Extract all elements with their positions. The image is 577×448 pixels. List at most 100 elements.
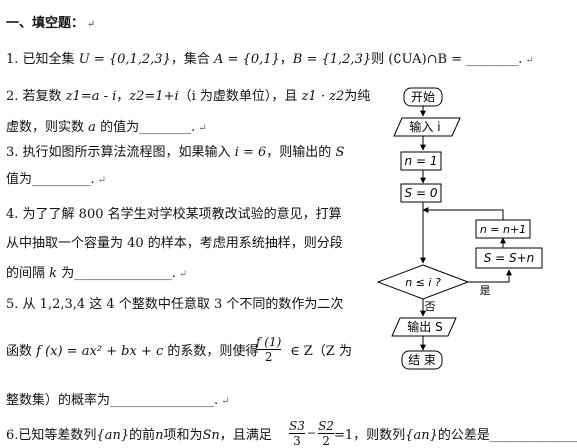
q3-text-b: ，则输出的 — [266, 145, 332, 160]
flow-no-label: 否 — [425, 300, 436, 313]
q1-text-a: 已知全集 — [22, 52, 75, 67]
q5-text-e: 整数集）的概率为 — [6, 393, 111, 408]
question-3-line-2: 值为_________.↵ — [6, 172, 107, 187]
q6-sequence: {an} — [96, 428, 130, 443]
q3-text-a: 执行如图所示算法流程图，如果输入 — [22, 145, 231, 160]
q6-sum: Sn — [202, 428, 220, 443]
q3-text-c: 值为 — [6, 172, 33, 187]
q5-text-a: 从 1,2,3,4 这 4 个整数中任意取 3 个不同的数作为二次 — [22, 297, 344, 312]
q2-text-e: 的值为 — [100, 120, 140, 135]
q6-var-n: n — [155, 428, 164, 443]
q3-number: 3. — [6, 145, 19, 160]
q5-fraction-numerator: f (1) — [256, 335, 282, 350]
question-4-line-3: 的间隔 k 为_______________.↵ — [6, 266, 188, 281]
q2-text-d: 虚数，则实数 — [6, 120, 85, 135]
q1-set-a: A = {0,1} — [214, 52, 280, 67]
q6-text-c: 项和为 — [163, 428, 203, 443]
q5-function: f (x) = ax² + bx + c — [36, 344, 164, 359]
question-5-line-2: 函数 f (x) = ax² + bx + c 的系数，则使得 — [6, 344, 258, 360]
q6-minus: − — [306, 426, 317, 440]
q2-text-b: （i 为虚数单位），且 — [178, 89, 298, 104]
question-5-line-3: 整数集）的概率为________________.↵ — [6, 393, 230, 408]
question-4-line-2: 从中抽取一个容量为 40 的样本，考虑用系统抽样，则分段 — [6, 236, 343, 252]
question-5-line-1: 5. 从 1,2,3,4 这 4 个整数中任意取 3 个不同的数作为二次 — [6, 297, 343, 313]
question-2-line-1: 2. 若复数 z1=a - i，z2=1+i（i 为虚数单位），且 z1 · z… — [6, 89, 370, 105]
question-4-line-1: 4. 为了了解 800 名学生对学校某项教改试验的意见，打算 — [6, 207, 342, 223]
q6-frac1-den: 3 — [293, 434, 301, 448]
q2-number: 2. — [6, 89, 19, 104]
q5-set-z: ∈ Z（Z 为 — [290, 344, 352, 360]
flow-n-init-label: n = 1 — [405, 154, 438, 168]
q6-frac1-num: S3 — [289, 419, 305, 434]
q2-answer-blank: ________. — [139, 120, 196, 135]
q2-sep: ， — [116, 89, 130, 104]
flow-s-update-label: S = S+n — [484, 251, 535, 265]
q4-text-c: 的间隔 — [6, 266, 46, 281]
q6-frac2-num: S2 — [318, 419, 334, 434]
q2-product: z1 · z2 — [301, 89, 345, 104]
question-1: 1. 已知全集 U = {0,1,2,3}，集合 A = {0,1}，B = {… — [6, 52, 534, 67]
section-heading: 一、填空题：↵ — [6, 16, 96, 31]
q3-input-value: i = 6 — [234, 145, 267, 160]
flow-condition-label: n ≤ i ? — [405, 276, 441, 289]
q4-var-k: k — [49, 266, 58, 281]
q2-text-a: 若复数 — [22, 89, 62, 104]
q1-complement-expr: (∁UA)∩B = — [388, 52, 463, 67]
flow-n-update-label: n = n+1 — [480, 223, 526, 236]
q1-text-c: 则 — [371, 52, 385, 67]
question-6-tail: =1，则数列{an}的公差是______________ — [334, 428, 577, 444]
q6-text-a: 已知等差数列 — [18, 428, 97, 443]
q1-comma: ， — [279, 52, 293, 67]
question-6: 6.已知等差数列{an}的前n项和为Sn，且满足 — [6, 428, 272, 444]
q6-text-b: 的前 — [129, 428, 156, 443]
q5-answer-blank: ________________. — [110, 393, 219, 408]
flow-yes-label: 是 — [480, 284, 491, 297]
q5-fraction-denominator: 2 — [264, 350, 273, 364]
q4-number: 4. — [6, 207, 19, 222]
q6-number: 6. — [6, 428, 19, 443]
q4-text-a: 为了了解 800 名学生对学校某项教改试验的意见，打算 — [22, 207, 342, 222]
q6-sequence-2: {an} — [405, 428, 438, 443]
question-2-line-2: 虚数，则实数 a 的值为________.↵ — [6, 120, 207, 135]
q6-text-f: 的公差是 — [437, 428, 490, 443]
q4-answer-blank: _______________. — [74, 266, 176, 281]
q3-answer-blank: _________. — [32, 172, 95, 187]
flow-s-init-label: S = 0 — [405, 186, 438, 200]
q1-answer-blank: ________. — [466, 52, 523, 67]
q2-var-a: a — [88, 120, 96, 135]
q4-text-b: 从中抽取一个容量为 40 的样本，考虑用系统抽样，则分段 — [6, 236, 343, 251]
q5-fraction: f (1) 2 — [254, 335, 283, 364]
q3-var-s: S — [335, 145, 345, 160]
question-3-line-1: 3. 执行如图所示算法流程图，如果输入 i = 6，则输出的 S — [6, 145, 344, 161]
q1-text-b: ，集合 — [170, 52, 210, 67]
flow-input-box — [393, 117, 461, 137]
q6-frac2-den: 2 — [322, 434, 330, 448]
q1-universal-set: U = {0,1,2,3} — [78, 52, 171, 67]
q4-text-d: 为 — [61, 266, 75, 281]
flow-output-box — [391, 317, 457, 337]
q2-z2: z2=1+i — [129, 89, 179, 104]
flow-input-label: 输入 i — [409, 119, 440, 134]
q6-text-d: ，且满足 — [219, 428, 272, 443]
q5-text-d: ∈ Z（Z 为 — [290, 344, 352, 359]
flow-s-update-box — [475, 247, 543, 269]
q6-answer-blank: ______________ — [489, 428, 577, 443]
q5-text-c: 的系数，则使得 — [167, 344, 259, 359]
q5-text-b: 函数 — [6, 344, 33, 359]
flow-end-box — [401, 350, 443, 370]
flow-start-label: 开始 — [411, 90, 435, 104]
flow-s-init-box — [400, 183, 442, 203]
heading-text: 一、填空题： — [6, 16, 85, 31]
flowchart: 开始 输入 i n = 1 S = 0 n = n+1 S = S+n n ≤ … — [376, 87, 543, 370]
q5-number: 5. — [6, 297, 19, 312]
flow-output-label: 输出 S — [407, 319, 442, 334]
q1-number: 1. — [6, 52, 19, 67]
q6-text-e: =1，则数列 — [334, 428, 406, 443]
flow-n-init-box — [400, 151, 442, 171]
q2-text-c: 为纯 — [344, 89, 371, 104]
q1-set-b: B = {1,2,3} — [292, 52, 372, 67]
q2-z1: z1=a - i — [65, 89, 117, 104]
flow-end-label: 结 束 — [408, 353, 436, 367]
